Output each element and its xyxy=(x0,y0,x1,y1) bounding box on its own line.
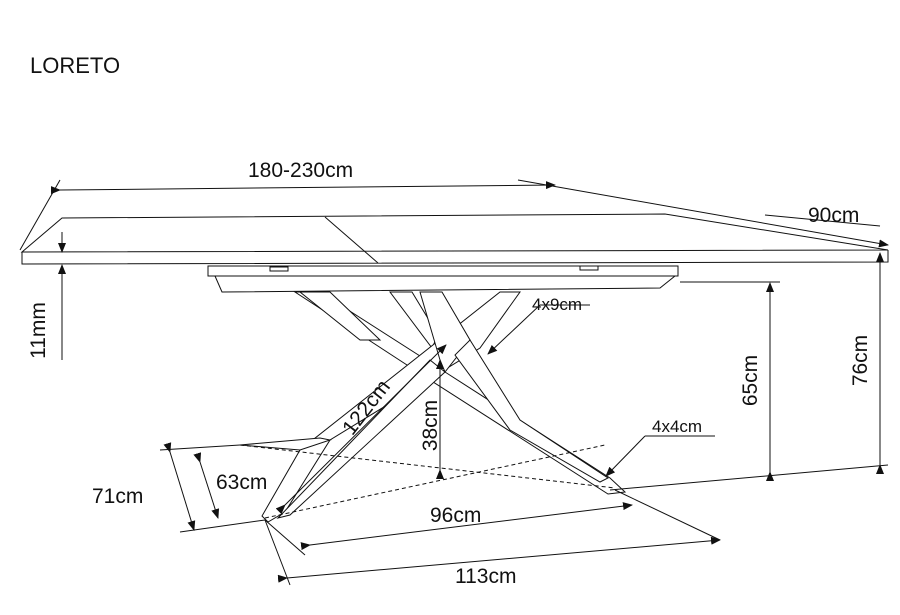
extension-seam xyxy=(324,216,379,264)
label-total-height: 76cm xyxy=(849,334,873,387)
dim-depth-outer xyxy=(163,442,196,531)
label-length: 180-230cm xyxy=(248,159,354,182)
label-frame-height: 65cm xyxy=(739,354,763,407)
label-base-length-inner: 96cm xyxy=(430,504,482,527)
product-title: LORETO xyxy=(30,53,121,78)
tabletop-edge xyxy=(21,250,889,265)
leader-4x4 xyxy=(605,435,646,477)
dim-width xyxy=(517,179,889,248)
label-base-depth-inner: 63cm xyxy=(216,471,268,494)
label-cross-height: 38cm xyxy=(419,399,443,452)
tabletop xyxy=(20,213,889,253)
label-thickness: 11mm xyxy=(26,302,50,359)
label-leg-section-main: 4x9cm xyxy=(532,295,583,314)
label-base-length-outer: 113cm xyxy=(455,565,517,588)
label-width: 90cm xyxy=(808,204,860,227)
dim-leg-length xyxy=(275,344,447,515)
dim-depth-inner xyxy=(193,452,220,519)
leader-4x9 xyxy=(487,304,541,355)
dim-length xyxy=(50,181,556,195)
label-leg-section-foot: 4x4cm xyxy=(652,417,703,436)
dim-base-outer xyxy=(277,536,721,583)
label-base-depth-outer: 71cm xyxy=(92,485,144,508)
underframe-lower xyxy=(214,275,676,293)
underframe xyxy=(207,265,679,277)
